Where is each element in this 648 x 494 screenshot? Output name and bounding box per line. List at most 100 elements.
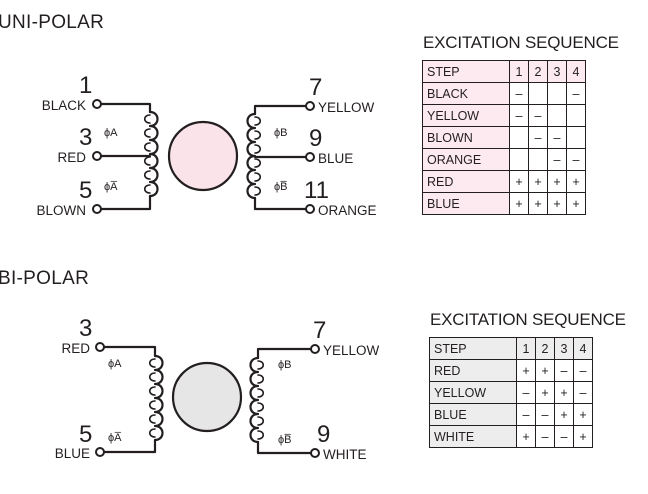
table-cell: – xyxy=(547,148,567,171)
terminal-dot xyxy=(310,448,320,458)
unipolar-title: UNI-POLAR xyxy=(0,12,105,33)
phase-label: ϕA xyxy=(104,127,118,139)
table-header-cell: STEP xyxy=(429,337,517,360)
pin-number: 9 xyxy=(309,125,322,152)
terminal-dot xyxy=(92,151,102,161)
wire-label: BLUE xyxy=(55,446,90,461)
table-header-cell: 2 xyxy=(528,60,548,83)
bipolar-excitation-table: STEP 1 2 3 4 RED++–– YELLOW–++– BLUE––++… xyxy=(429,337,593,448)
table-cell: – xyxy=(554,425,574,448)
table-cell: + xyxy=(547,192,567,215)
pin-number: 7 xyxy=(313,317,326,344)
pin-number: 5 xyxy=(79,177,92,204)
terminal-dot xyxy=(310,344,320,354)
table-header-cell: 3 xyxy=(554,337,574,360)
table-cell: + xyxy=(509,192,529,215)
table-cell: + xyxy=(547,170,567,193)
terminal-dot xyxy=(305,204,315,214)
phase-label: ϕB̅ xyxy=(278,434,292,446)
unipolar-right-winding xyxy=(246,104,308,211)
table-row: RED++++ xyxy=(422,170,586,193)
terminal-dot xyxy=(95,447,105,457)
table-cell xyxy=(509,148,529,171)
table-cell: + xyxy=(554,403,574,426)
table-header-row: STEP 1 2 3 4 xyxy=(429,337,593,360)
table-cell: YELLOW xyxy=(429,381,517,404)
table-header-cell: STEP xyxy=(422,60,510,83)
table-row: YELLOW–++– xyxy=(429,381,593,404)
table-cell: – xyxy=(516,403,536,426)
table-cell: + xyxy=(566,192,586,215)
terminal-dot xyxy=(95,342,105,352)
table-cell: – xyxy=(509,82,529,105)
table-row: BLACK–– xyxy=(422,82,586,105)
wire-label: ORANGE xyxy=(318,203,377,218)
table-header-cell: 3 xyxy=(547,60,567,83)
pin-number: 1 xyxy=(79,72,92,99)
table-cell xyxy=(566,126,586,149)
table-cell: – xyxy=(566,82,586,105)
table-cell: – xyxy=(509,104,529,127)
table-cell xyxy=(528,82,548,105)
table-cell: + xyxy=(516,425,536,448)
table-row: ORANGE–– xyxy=(422,148,586,171)
table-row: BLUE––++ xyxy=(429,403,593,426)
table-cell: BLUE xyxy=(429,403,517,426)
bipolar-title: BI-POLAR xyxy=(0,268,90,289)
table-cell xyxy=(566,104,586,127)
wire-label: WHITE xyxy=(323,447,367,462)
table-header-cell: 4 xyxy=(566,60,586,83)
pin-number: 11 xyxy=(304,177,329,204)
table-cell: – xyxy=(528,104,548,127)
table-row: BLUE++++ xyxy=(422,192,586,215)
table-cell: + xyxy=(509,170,529,193)
pin-number: 7 xyxy=(309,74,322,101)
pin-number: 3 xyxy=(79,315,92,342)
terminal-dot xyxy=(305,152,315,162)
table-cell xyxy=(547,82,567,105)
table-header-cell: 1 xyxy=(509,60,529,83)
wire-label: RED xyxy=(61,341,90,356)
table-cell: + xyxy=(528,170,548,193)
table-header-cell: 4 xyxy=(573,337,593,360)
table-cell: – xyxy=(573,359,593,382)
phase-label: ϕA̅ xyxy=(104,181,118,193)
table-row: BLOWN–– xyxy=(422,126,586,149)
unipolar-excitation-table: STEP 1 2 3 4 BLACK–– YELLOW–– BLOWN–– OR… xyxy=(422,60,586,215)
bipolar-table-title: EXCITATION SEQUENCE xyxy=(430,310,626,329)
table-cell: WHITE xyxy=(429,425,517,448)
terminal-dot xyxy=(305,101,315,111)
phase-label: ϕB xyxy=(274,127,288,139)
phase-label: ϕB xyxy=(278,359,292,371)
table-cell xyxy=(547,104,567,127)
table-cell: BLUE xyxy=(422,192,510,215)
table-cell: BLOWN xyxy=(422,126,510,149)
wire-label: YELLOW xyxy=(323,343,380,358)
wire-label: BLACK xyxy=(42,98,86,113)
table-header-cell: 1 xyxy=(516,337,536,360)
wire-label: RED xyxy=(57,150,86,165)
table-cell: – xyxy=(547,126,567,149)
table-cell: + xyxy=(535,359,555,382)
table-cell: + xyxy=(573,425,593,448)
unipolar-motor-rotor xyxy=(167,120,239,192)
wire-label: BLUE xyxy=(318,151,353,166)
table-cell: – xyxy=(528,126,548,149)
terminal-dot xyxy=(92,204,102,214)
table-row: WHITE+––+ xyxy=(429,425,593,448)
table-cell: + xyxy=(566,170,586,193)
table-cell: – xyxy=(566,148,586,171)
table-cell: + xyxy=(535,381,555,404)
table-row: RED++–– xyxy=(429,359,593,382)
bipolar-left-winding xyxy=(102,345,164,454)
table-cell xyxy=(509,126,529,149)
table-cell: + xyxy=(554,381,574,404)
table-cell: – xyxy=(535,403,555,426)
table-cell: BLACK xyxy=(422,82,510,105)
table-row: YELLOW–– xyxy=(422,104,586,127)
phase-label: ϕB̅ xyxy=(274,181,288,193)
bipolar-motor-rotor xyxy=(171,361,243,433)
table-header-row: STEP 1 2 3 4 xyxy=(422,60,586,83)
table-cell xyxy=(528,148,548,171)
